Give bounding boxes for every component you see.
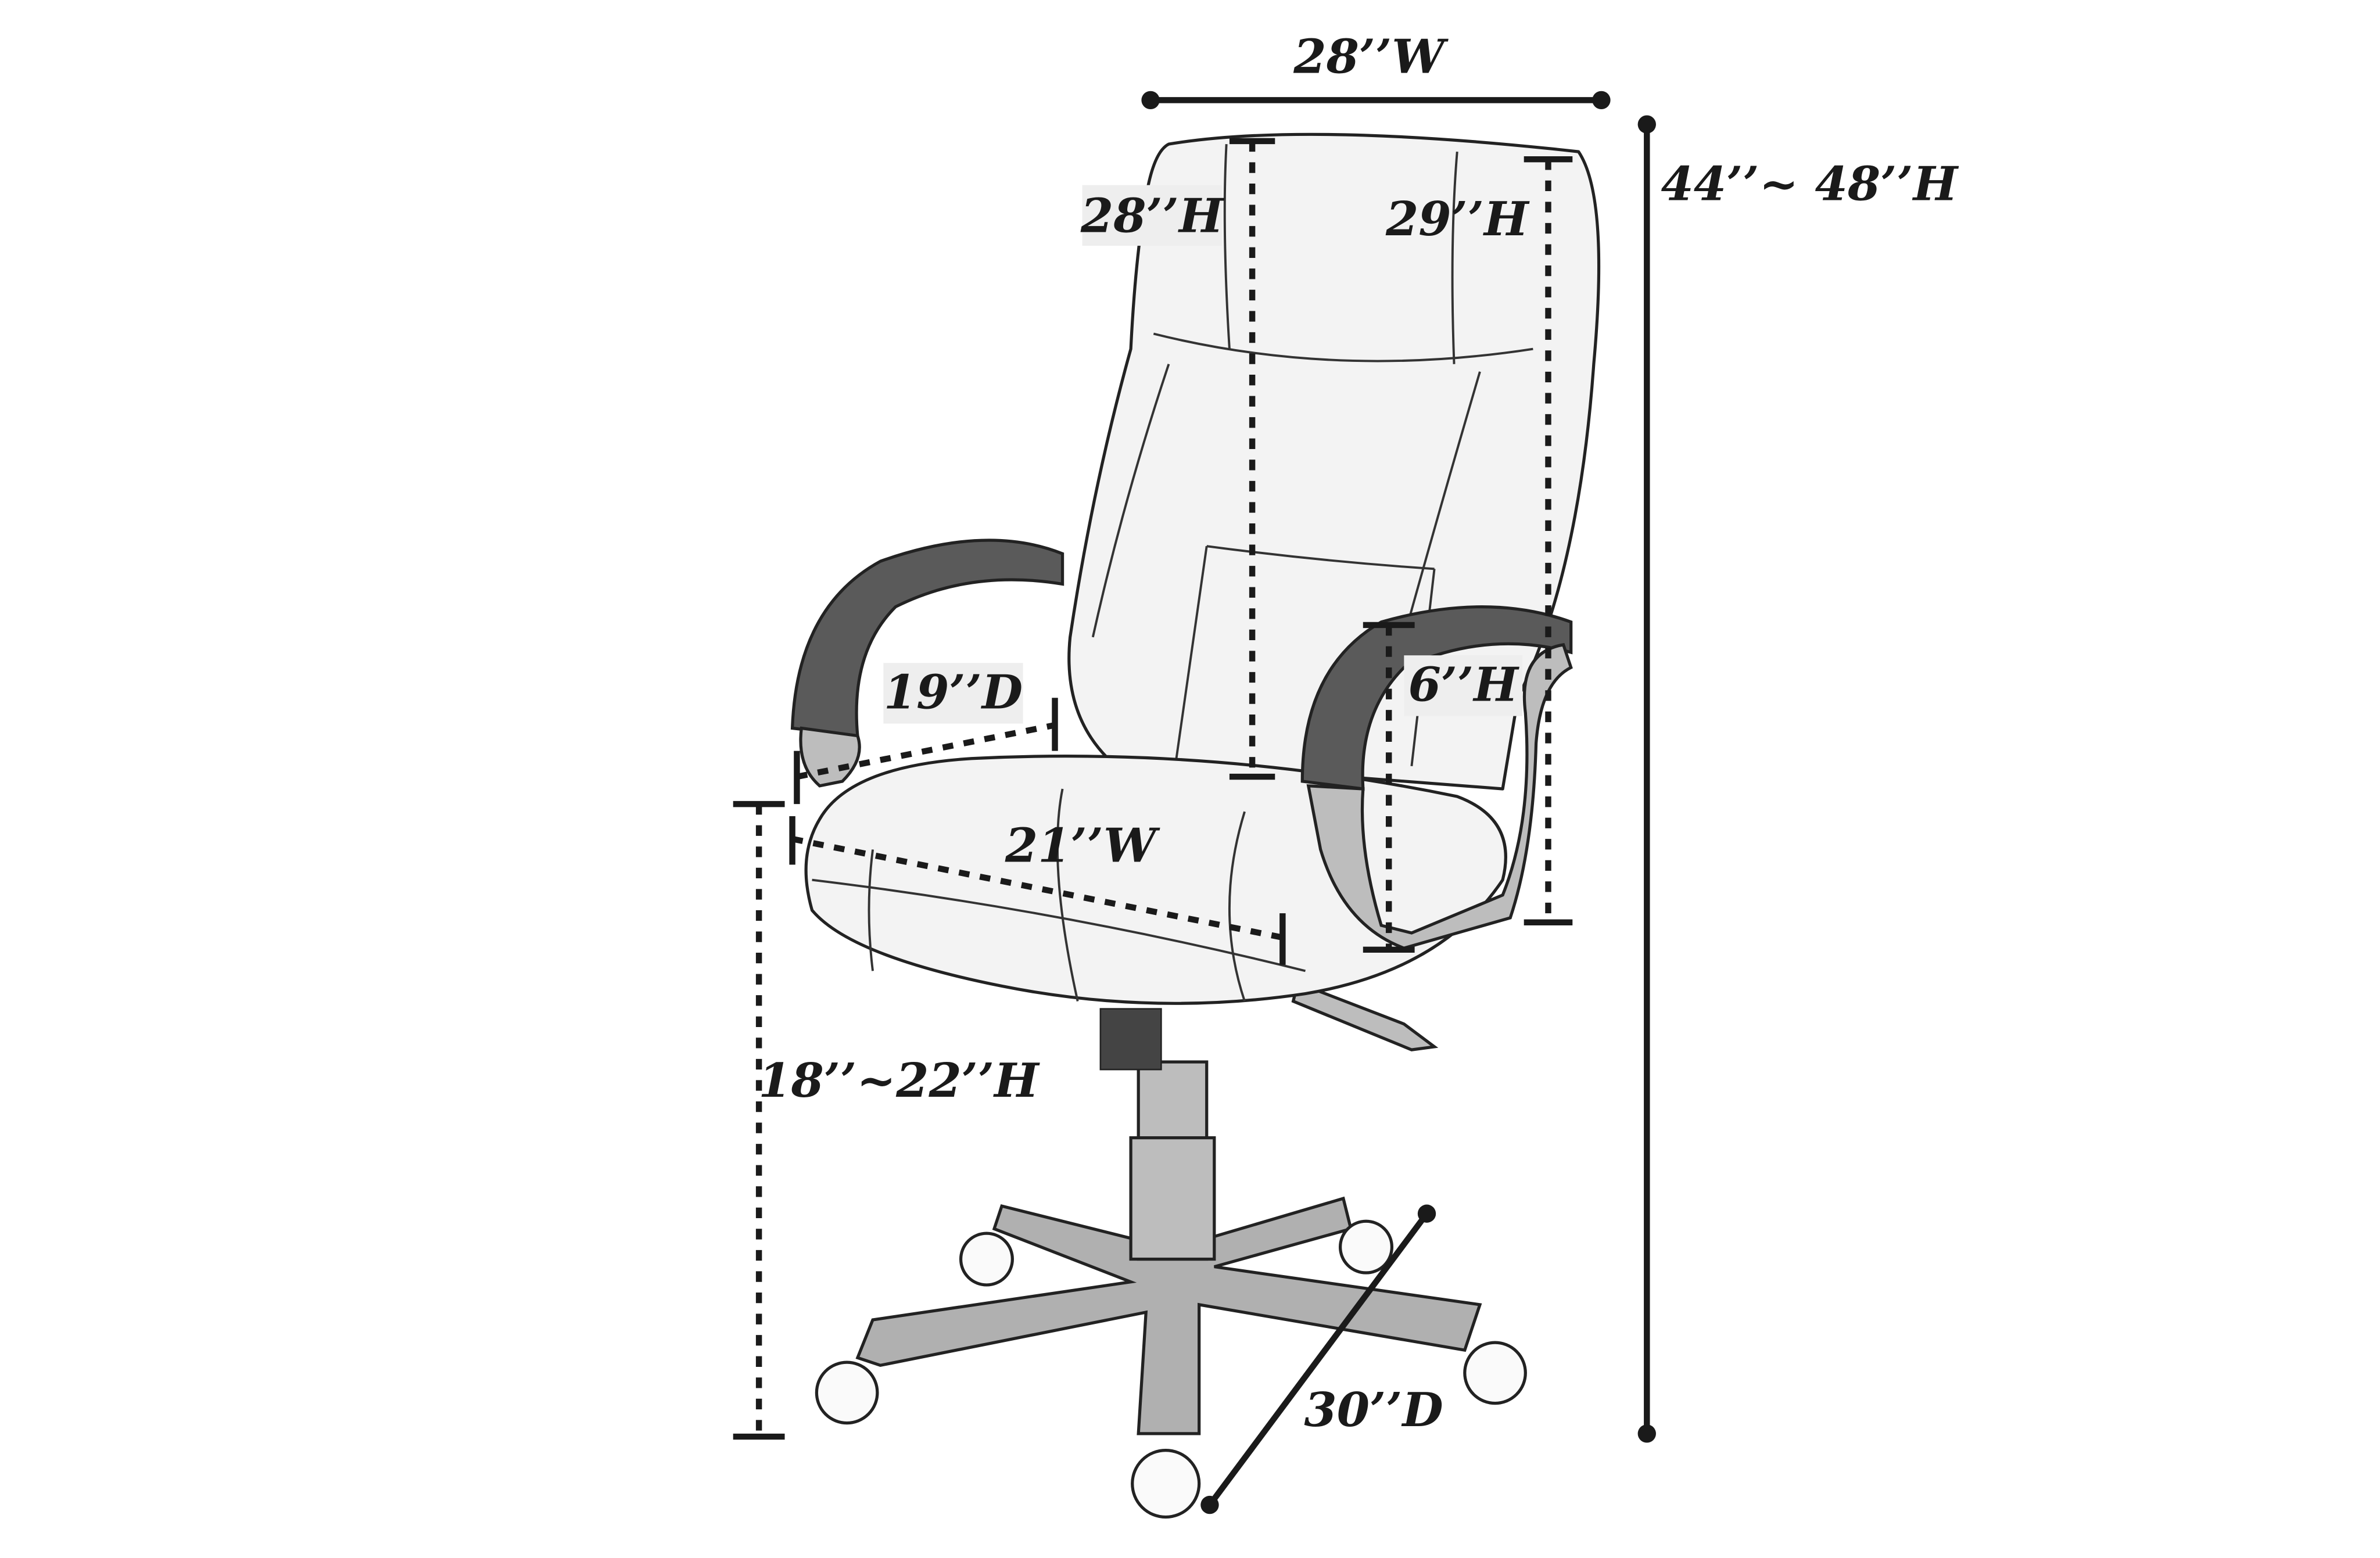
dim-back-height-center: 28’’H	[1080, 138, 1275, 780]
cylinder-sleeve	[1129, 1136, 1216, 1261]
mechanism	[1099, 1008, 1162, 1071]
left-armrest	[790, 539, 1064, 738]
dim-overall-height: 44’’~ 48’’H	[1637, 115, 1959, 1443]
dim-seat-depth: 19’’D	[794, 663, 1058, 805]
label-seat-height: 18’’~22’’H	[758, 1053, 1040, 1108]
dim-seat-width: 21’’W	[789, 816, 1286, 965]
label-overall-height: 44’’~ 48’’H	[1661, 157, 1959, 212]
seat-cushion	[804, 755, 1507, 1005]
label-overall-width: 28’’W	[1293, 29, 1449, 84]
right-armrest	[1300, 605, 1573, 791]
label-base-diameter: 30’’D	[1304, 1383, 1443, 1438]
label-back-height-side: 29’’H	[1385, 192, 1530, 247]
label-seat-depth: 19’’D	[884, 665, 1023, 720]
label-back-height-center: 28’’H	[1080, 189, 1225, 244]
casters	[815, 1219, 1527, 1519]
label-arm-height: 6’’H	[1408, 658, 1520, 713]
dim-base-diameter: 30’’D	[1200, 1204, 1443, 1514]
dim-overall-width: 28’’W	[1141, 29, 1611, 110]
chair-base	[855, 1196, 1482, 1435]
chair-illustration	[790, 132, 1601, 1519]
dim-back-height-side: 29’’H	[1385, 156, 1573, 926]
label-seat-width: 21’’W	[1005, 818, 1160, 873]
dim-arm-height: 6’’H	[1363, 622, 1523, 953]
height-lever[interactable]	[1291, 981, 1439, 1051]
dim-seat-height: 18’’~22’’H	[733, 800, 1040, 1440]
